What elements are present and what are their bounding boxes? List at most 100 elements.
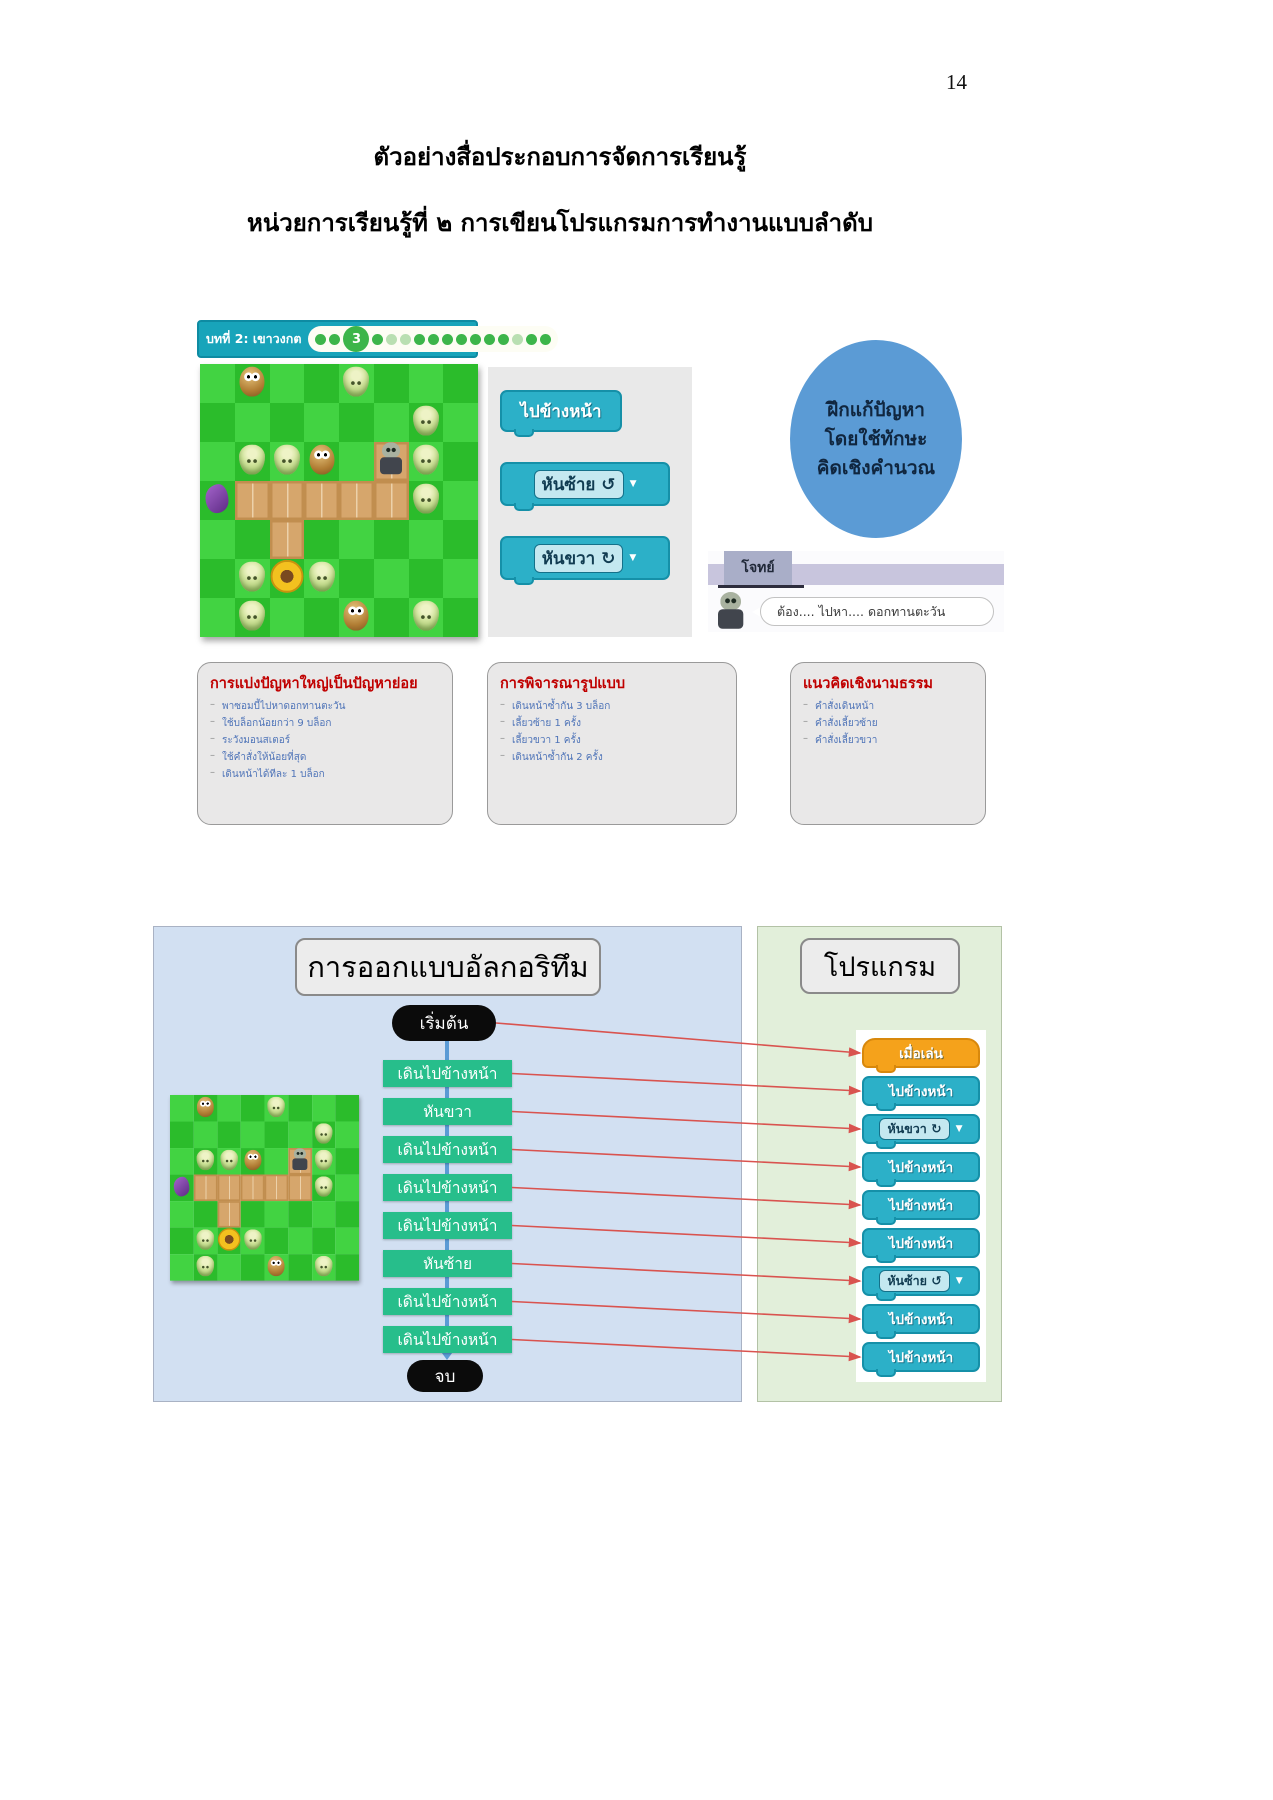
progress-dot[interactable] [386,333,398,345]
dialog-tab[interactable]: โจทย์ [724,551,792,585]
progress-dot[interactable] [329,333,341,345]
progress-dot[interactable] [526,333,538,345]
maze-cell [217,1095,241,1122]
maze-cell [335,1254,360,1281]
maze-cell [373,520,409,559]
note-item: –เดินหน้าซ้ำกัน 3 บล็อก [500,699,724,714]
maze-cell [170,1227,194,1255]
progress-dot[interactable] [512,333,524,345]
bush-sprite [308,561,335,592]
program-block-hat[interactable]: เมื่อเล่น [862,1038,980,1073]
note-item: –คำสั่งเลี้ยวขวา [803,733,973,748]
maze-cell [335,1121,360,1149]
maze-cell [170,1095,194,1122]
maze-cell [234,520,270,559]
dropdown-arrow-icon[interactable]: ▼ [629,553,637,563]
maze-cell [200,364,235,403]
note-box: การแบ่งปัญหาใหญ่เป็นปัญหาย่อย–พาซอมบี้ไป… [197,662,453,825]
progress-dot[interactable] [414,333,426,345]
progress-dot[interactable] [442,333,454,345]
maze-cell [443,520,478,559]
block-label: หันขวา ↻ [879,1118,950,1140]
maze-cell [443,403,478,442]
palette-block-move[interactable]: ไปข้างหน้า [500,390,622,437]
note-item: –ใช้บล็อกน้อยกว่า 9 บล็อก [210,716,440,731]
maze-cell [240,1174,265,1202]
note-title: การพิจารณารูปแบบ [500,676,626,692]
bush-sprite [196,1255,215,1276]
bush-sprite [243,1229,262,1250]
maze-cell [288,1174,312,1202]
maze-cell [408,520,444,559]
note-item-text: คำสั่งเลี้ยวขวา [815,735,878,746]
progress-dot[interactable] [400,333,412,345]
sunflower-sprite [217,1227,241,1251]
maze-cell [200,598,235,637]
maze-cell [288,1121,312,1149]
program-block-move[interactable]: ไปข้างหน้า [862,1342,980,1377]
progress-dot[interactable] [498,333,510,345]
maze-cell [408,559,444,598]
program-block-move[interactable]: ไปข้างหน้า [862,1190,980,1225]
program-block-move[interactable]: ไปข้างหน้า [862,1304,980,1339]
note-item-text: คำสั่งเดินหน้า [815,701,875,712]
maze-cell [311,1095,336,1122]
note-item: –ระวังมอนสเตอร์ [210,733,440,748]
progress-dot[interactable] [470,333,482,345]
dropdown-arrow-icon[interactable]: ▼ [955,1276,963,1286]
program-block-move[interactable]: ไปข้างหน้า [862,1228,980,1263]
maze-cell [269,364,305,403]
zombie-sprite [380,441,403,476]
note-item: –คำสั่งเดินหน้า [803,699,973,714]
progress-dot[interactable] [372,333,384,345]
maze-cell [217,1121,241,1149]
dropdown-arrow-icon[interactable]: ▼ [629,479,637,489]
maze-cell [264,1121,289,1149]
bush-sprite [196,1229,215,1250]
maze-cell [408,364,444,403]
maze-cell [304,403,339,442]
program-block-turn[interactable]: หันขวา ↻ ▼ [862,1114,980,1149]
bush-sprite [314,1255,333,1276]
bullet-dash: – [500,716,505,727]
program-block-turn[interactable]: หันซ้าย ↺▼ [862,1266,980,1301]
program-block-move[interactable]: ไปข้างหน้า [862,1076,980,1111]
level-progress-bar[interactable]: 3 [308,326,559,352]
progress-dot[interactable] [540,333,552,345]
walnut-sprite [239,366,265,397]
progress-dot[interactable] [456,333,468,345]
maze-cell [288,1254,312,1281]
maze-cell [304,364,339,403]
note-item-text: ใช้บล็อกน้อยกว่า 9 บล็อก [222,718,332,729]
page-number: 14 [946,70,967,94]
palette-block-turn-left[interactable]: หันซ้าย ↺▼ [500,462,670,511]
bush-sprite [412,600,439,631]
maze-cell [304,598,339,637]
maze-cell [443,598,478,637]
note-title: การแบ่งปัญหาใหญ่เป็นปัญหาย่อย [210,676,418,692]
note-item: –เลี้ยวขวา 1 ครั้ง [500,733,724,748]
dropdown-arrow-icon[interactable]: ▼ [955,1124,963,1134]
progress-dot[interactable] [315,333,327,345]
maze-cell [200,442,235,481]
maze-cell [193,1174,218,1202]
circle-text-line: โดยใช้ทักษะ [824,427,928,450]
maze-cell [339,559,374,598]
maze-cell [373,481,409,520]
maze-cell [288,1201,312,1228]
block-label: ไปข้างหน้า [888,1236,954,1252]
note-box: แนวคิดเชิงนามธรรม–คำสั่งเดินหน้า–คำสั่งเ… [790,662,986,825]
progress-dot[interactable] [428,333,440,345]
bush-sprite [196,1149,215,1170]
note-item: –ใช้คำสั่งให้น้อยที่สุด [210,750,440,765]
maze-cell [304,520,339,559]
palette-block-turn-right[interactable]: หันขวา ↻▼ [500,536,670,585]
bush-sprite [239,561,266,592]
block-label: เมื่อเล่น [899,1046,943,1062]
maze-cell [269,520,305,559]
bush-sprite [314,1122,333,1144]
flow-step: หันซ้าย [383,1250,512,1277]
progress-dot[interactable] [484,333,496,345]
purple-sprite [173,1176,190,1197]
program-block-move[interactable]: ไปข้างหน้า [862,1152,980,1187]
